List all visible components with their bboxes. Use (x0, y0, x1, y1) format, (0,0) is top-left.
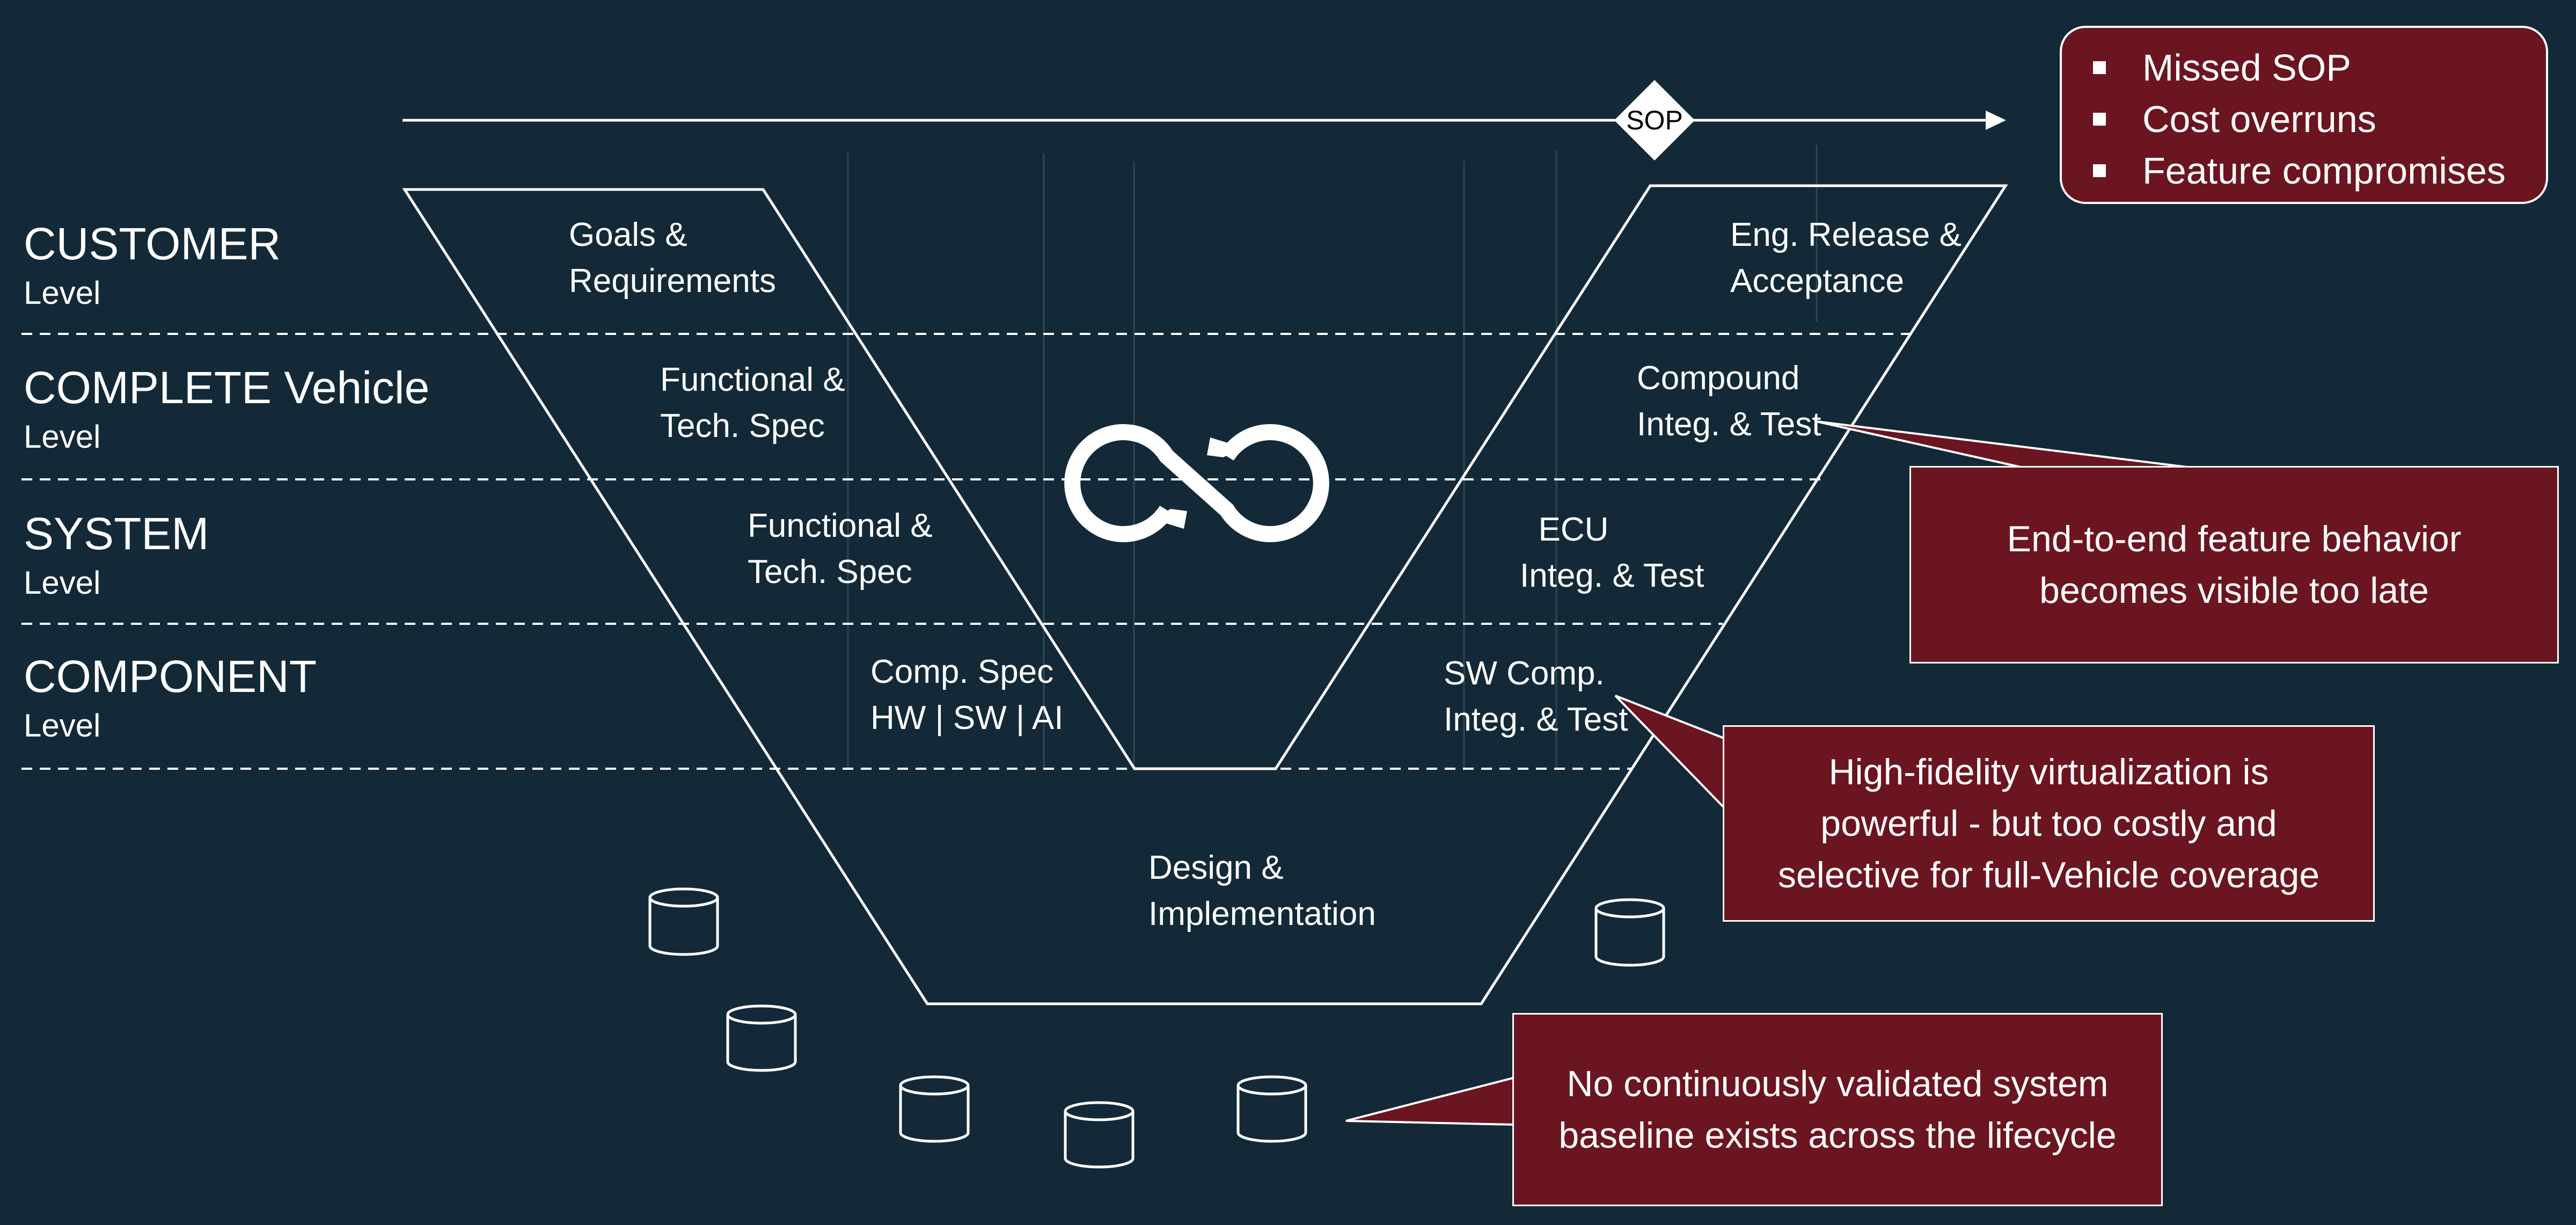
sop-label: SOP (1626, 105, 1683, 135)
level-title: CUSTOMER (24, 218, 281, 269)
text-line: High-fidelity virtualization is (1828, 752, 2269, 792)
text-line: No continuously validated system (1567, 1063, 2109, 1104)
text-line: Requirements (569, 262, 776, 300)
text-line: Integ. & Test (1637, 406, 1821, 443)
text-line: Implementation (1148, 895, 1376, 932)
infinity-arrowheads (1154, 438, 1240, 529)
database-cylinder-icon (726, 1004, 797, 1072)
text-line: Integ. & Test (1444, 701, 1628, 738)
design-implementation-text: Design & Implementation (1148, 845, 1376, 937)
text-line: Design & (1148, 849, 1284, 886)
text-line: Tech. Spec (748, 553, 912, 590)
database-cylinder-icon (899, 1075, 970, 1143)
level-subtitle: Level (24, 708, 101, 743)
callout-text: High-fidelity virtualization is powerful… (1778, 746, 2319, 901)
risk-item-label: Missed SOP (2142, 47, 2351, 89)
callout-late-visibility: End-to-end feature behavior becomes visi… (1909, 466, 2559, 663)
database-cylinder-icon (1594, 898, 1665, 967)
text-line: SW Comp. (1444, 655, 1605, 692)
text-line: Tech. Spec (660, 407, 825, 444)
level-title: COMPONENT (24, 651, 317, 702)
text-line: Functional & (748, 507, 933, 544)
callout-virtualization: High-fidelity virtualization is powerful… (1723, 725, 2375, 922)
level-separators (21, 333, 1911, 770)
text-line: Functional & (660, 361, 845, 398)
risk-item: Feature compromises (2093, 145, 2546, 196)
level-complete-vehicle: COMPLETE Vehicle Level (24, 365, 429, 453)
database-cylinder-icon (648, 887, 719, 956)
bullet-icon (2093, 113, 2106, 126)
database-cylinder-icon (1236, 1075, 1307, 1143)
level-system: SYSTEM Level (24, 511, 209, 599)
text-line: selective for full-Vehicle coverage (1777, 855, 2320, 895)
risk-item-label: Cost overruns (2142, 98, 2376, 140)
callout-text: End-to-end feature behavior becomes visi… (2007, 513, 2462, 616)
text-line: Eng. Release & (1730, 216, 1962, 253)
right-system-text: ECU Integ. & Test (1520, 507, 1704, 599)
level-subtitle: Level (24, 419, 101, 455)
database-cylinder-icon (1064, 1101, 1135, 1169)
v-outline-outer (402, 184, 2008, 1005)
level-subtitle: Level (24, 275, 101, 311)
risk-list: Missed SOP Cost overruns Feature comprom… (2093, 42, 2546, 196)
risk-item: Missed SOP (2093, 42, 2546, 93)
sop-milestone-diamond (1614, 80, 1695, 161)
text-line: Compound (1637, 360, 1800, 397)
risk-list-box: Missed SOP Cost overruns Feature comprom… (2060, 26, 2548, 204)
right-component-text: SW Comp. Integ. & Test (1444, 651, 1628, 743)
text-line: Comp. Spec (870, 653, 1054, 690)
bullet-icon (2093, 164, 2106, 177)
level-customer: CUSTOMER Level (24, 221, 281, 309)
database-cylinder-icons (648, 887, 1665, 1169)
text-line: End-to-end feature behavior (2007, 519, 2462, 559)
risk-item: Cost overruns (2093, 93, 2546, 145)
text-line: ECU (1538, 511, 1609, 548)
bullet-icon (2093, 61, 2106, 74)
risk-item-label: Feature compromises (2142, 150, 2506, 192)
text-line: Integ. & Test (1520, 557, 1704, 594)
infinity-loop-icon (1064, 424, 1329, 542)
text-line: Goals & (569, 216, 687, 253)
left-vehicle-text: Functional & Tech. Spec (660, 357, 845, 449)
timeline-arrow (402, 111, 2006, 130)
level-subtitle: Level (24, 565, 101, 601)
left-system-text: Functional & Tech. Spec (748, 503, 933, 595)
text-line: becomes visible too late (2039, 570, 2429, 611)
left-component-text: Comp. Spec HW | SW | AI (870, 649, 1064, 741)
callout-text: No continuously validated system baselin… (1558, 1058, 2116, 1161)
right-customer-text: Eng. Release & Acceptance (1730, 212, 1962, 304)
text-line: HW | SW | AI (870, 699, 1064, 737)
grid-lines (847, 145, 1818, 768)
callout-baseline: No continuously validated system baselin… (1512, 1013, 2163, 1206)
level-title: COMPLETE Vehicle (24, 362, 430, 413)
text-line: powerful - but too costly and (1820, 803, 2277, 844)
text-line: Acceptance (1730, 262, 1904, 300)
left-customer-text: Goals & Requirements (569, 212, 776, 304)
level-component: COMPONENT Level (24, 654, 317, 742)
callout-tails (1345, 420, 2187, 1126)
text-line: baseline exists across the lifecycle (1558, 1115, 2117, 1156)
level-title: SYSTEM (24, 508, 209, 559)
right-vehicle-text: Compound Integ. & Test (1637, 355, 1821, 448)
